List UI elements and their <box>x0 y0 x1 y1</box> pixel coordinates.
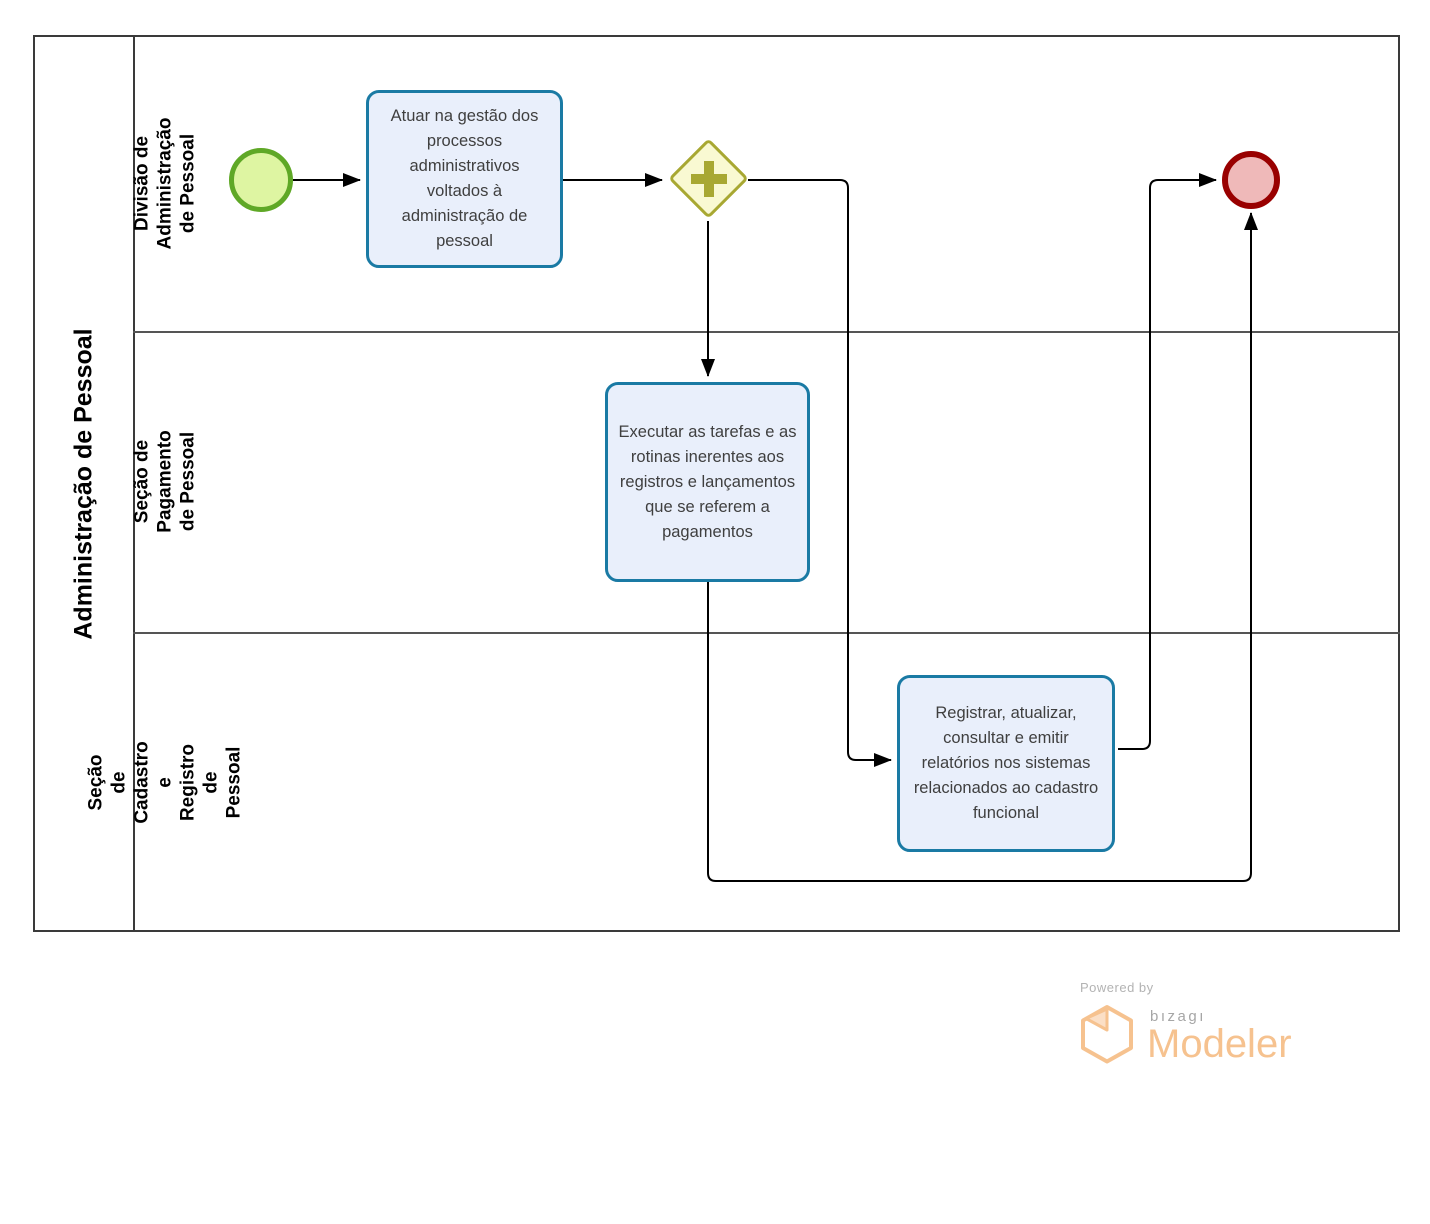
modeler-wordmark: Modeler <box>1147 1022 1292 1066</box>
bizagi-logo-icon <box>1081 1005 1133 1064</box>
parallel-gateway-plus-icon <box>683 153 734 204</box>
task-executar-tarefas-pagamentos[interactable]: Executar as tarefas e as rotinas inerent… <box>605 382 810 582</box>
task-label: Registrar, atualizar, consultar e emitir… <box>913 704 1099 822</box>
powered-by-text: Powered by <box>1080 980 1154 995</box>
pool-header-divider <box>133 35 135 932</box>
lane-divider-1 <box>133 331 1400 333</box>
task-label: Executar as tarefas e as rotinas inerent… <box>618 422 797 541</box>
end-event[interactable] <box>1222 151 1280 209</box>
lane-divider-2 <box>133 632 1400 634</box>
task-label: Atuar na gestão dos processos administra… <box>390 107 539 250</box>
start-event[interactable] <box>229 148 293 212</box>
bizagi-wordmark: bızagı <box>1150 1008 1206 1025</box>
task-atuar-na-gestao[interactable]: Atuar na gestão dos processos administra… <box>366 90 563 268</box>
pool-administracao-de-pessoal <box>33 35 1400 932</box>
task-registrar-cadastro-funcional[interactable]: Registrar, atualizar, consultar e emitir… <box>897 675 1115 852</box>
